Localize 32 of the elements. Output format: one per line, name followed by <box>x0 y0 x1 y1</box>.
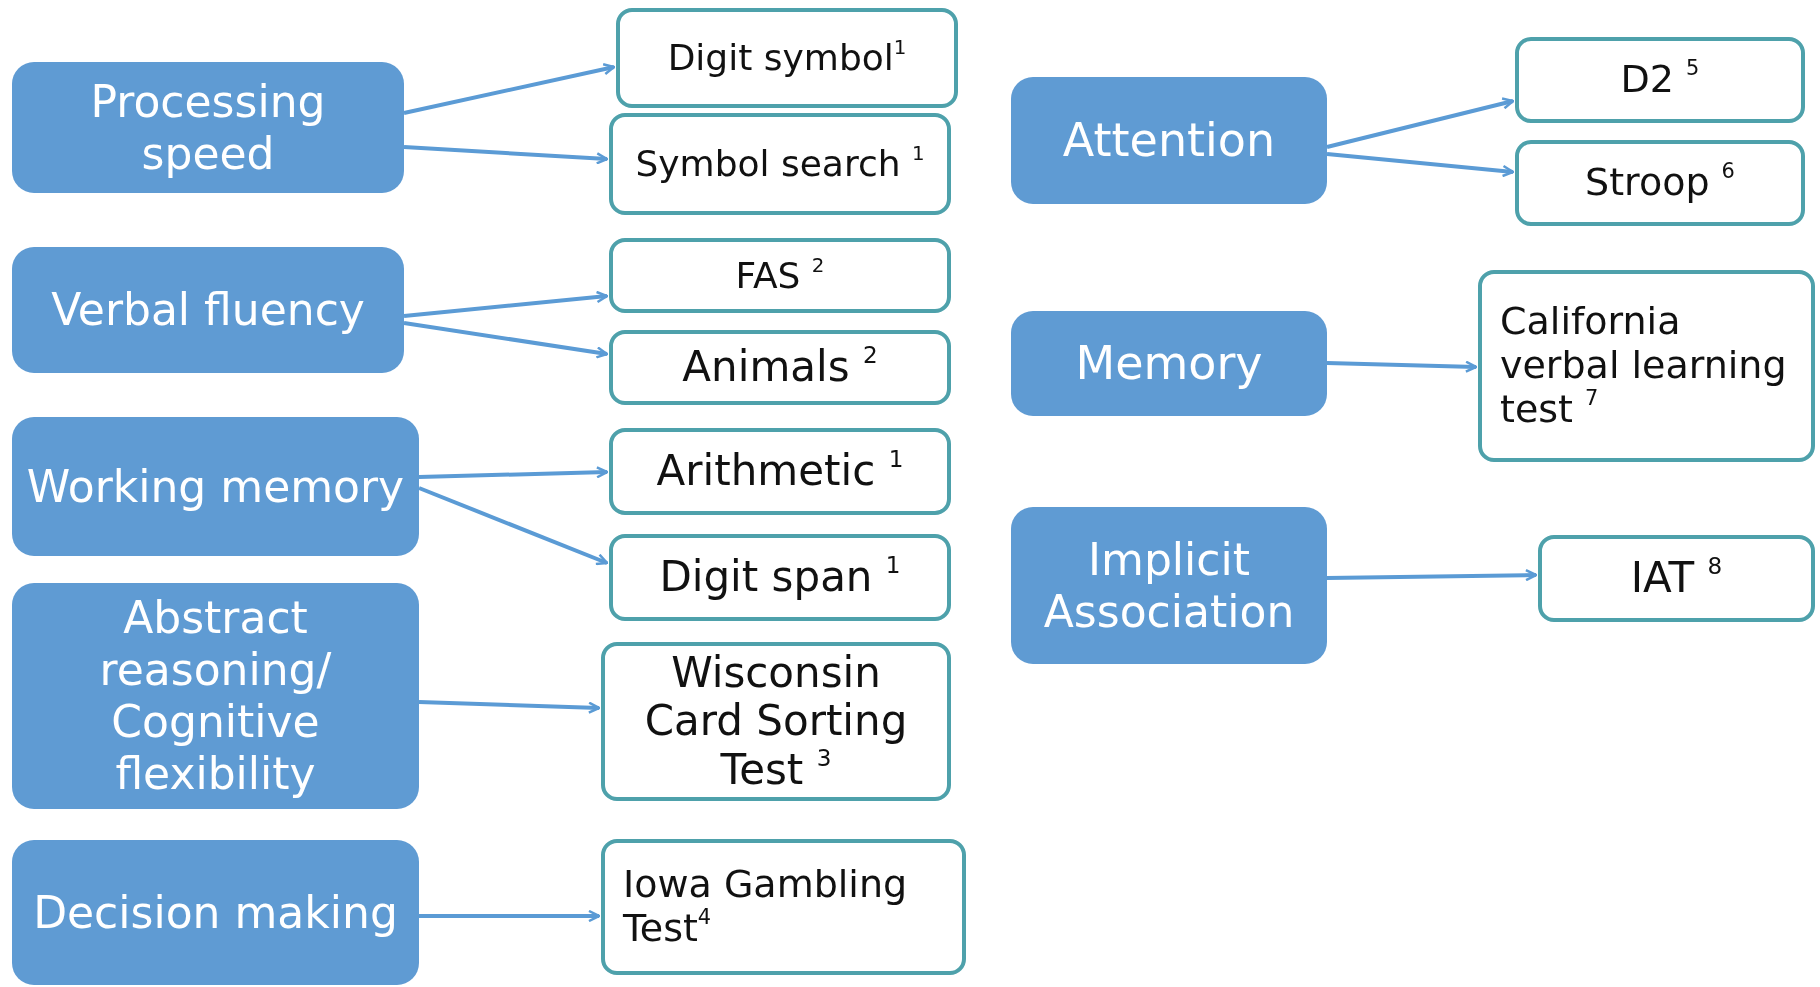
arrow <box>403 290 609 318</box>
arrow <box>418 486 609 566</box>
arrow <box>418 466 609 479</box>
arrow <box>418 700 601 714</box>
category-box: Abstract reasoning/ Cognitive flexibility <box>12 583 419 809</box>
test-box: Symbol search $^{1}$ <box>609 113 951 215</box>
category-box: Processing speed <box>12 62 404 193</box>
test-box: IAT $^{8}$ <box>1538 535 1815 622</box>
test-box: Wisconsin Card Sorting Test $^{3}$ <box>601 642 951 801</box>
test-box: Digit span $^{1}$ <box>609 534 951 621</box>
category-box: Verbal fluency <box>12 247 404 373</box>
category-box: Decision making <box>12 840 419 985</box>
arrow <box>1326 360 1478 373</box>
test-box: California verbal learning test $^{7}$ <box>1478 270 1815 462</box>
arrow <box>419 909 601 923</box>
category-box: Attention <box>1011 77 1327 204</box>
arrow <box>403 63 616 115</box>
category-box: Implicit Association <box>1011 507 1327 664</box>
arrow <box>403 145 609 165</box>
arrow <box>1326 97 1515 149</box>
test-box: Digit symbol$^{1}$ <box>616 8 958 108</box>
test-box: FAS $^{2}$ <box>609 238 951 313</box>
category-box: Working memory <box>12 417 419 556</box>
test-box: Animals $^{2}$ <box>609 330 951 405</box>
arrow <box>1326 568 1538 582</box>
test-box: Iowa Gambling Test$^{4}$ <box>601 839 966 975</box>
test-box: Arithmetic $^{1}$ <box>609 428 951 515</box>
arrow <box>1326 152 1515 178</box>
test-box: D2 $^{5}$ <box>1515 37 1805 123</box>
arrow <box>403 321 609 359</box>
category-box: Memory <box>1011 311 1327 416</box>
test-box: Stroop $^{6}$ <box>1515 140 1805 226</box>
